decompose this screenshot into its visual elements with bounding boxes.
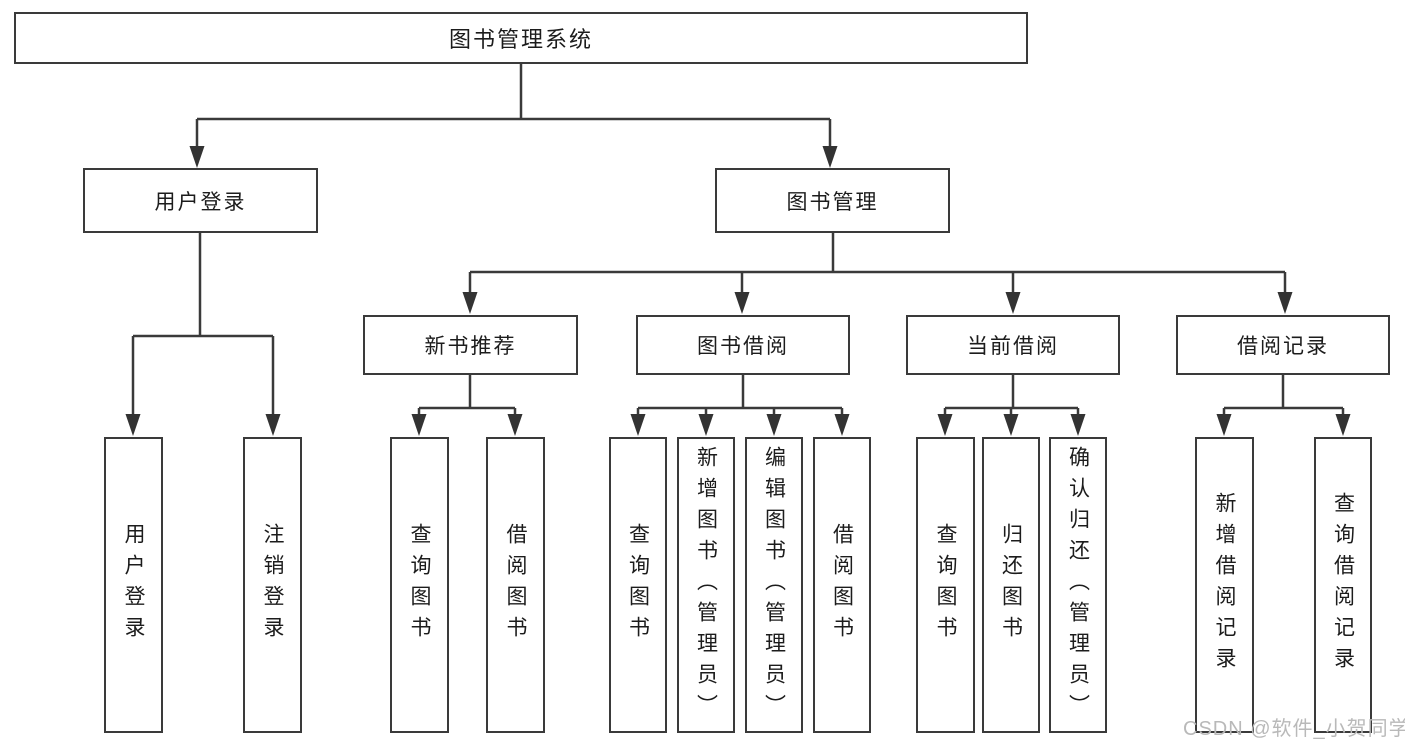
arrow-down-icon [734,292,750,314]
arrow-down-icon [766,414,782,436]
leaf-user-login-label: 用户登录 [122,523,145,647]
node-user-login-label: 用户登录 [154,190,247,214]
node-borrow-records-label: 借阅记录 [1237,335,1329,358]
node-book-borrow: 图书借阅 [636,315,850,375]
arrow-down-icon [698,414,714,436]
arrow-down-icon [822,146,838,168]
leaf-add-borrow-record-label: 新增借阅记录 [1213,492,1236,678]
leaf-edit-book-admin: 编辑图书（管理员） [745,437,803,733]
leaf-user-login: 用户登录 [104,437,163,733]
node-new-book-recommend: 新书推荐 [363,315,578,375]
node-borrow-records: 借阅记录 [1176,315,1390,375]
node-user-login: 用户登录 [83,168,318,233]
leaf-query-books-recommend-label: 查询图书 [408,523,431,647]
leaf-logout: 注销登录 [243,437,302,733]
leaf-query-books-recommend: 查询图书 [390,437,449,733]
arrow-down-icon [411,414,427,436]
node-root-system: 图书管理系统 [14,12,1028,64]
leaf-add-book-admin-label: 新增图书（管理员） [694,445,718,725]
node-book-management: 图书管理 [715,168,950,233]
leaf-query-books-borrow: 查询图书 [609,437,667,733]
node-new-book-recommend-label: 新书推荐 [424,335,517,358]
node-root-label: 图书管理系统 [448,27,593,52]
leaf-add-borrow-record: 新增借阅记录 [1195,437,1254,733]
leaf-borrow-books-borrow-label: 借阅图书 [830,523,854,647]
leaf-query-borrow-record: 查询借阅记录 [1314,437,1372,733]
node-book-borrow-label: 图书借阅 [697,335,789,358]
arrow-down-icon [834,414,850,436]
arrow-down-icon [507,414,523,436]
arrow-down-icon [1070,414,1086,436]
leaf-add-book-admin: 新增图书（管理员） [677,437,735,733]
leaf-return-books-label: 归还图书 [999,523,1023,647]
leaf-query-books-borrow-label: 查询图书 [626,523,650,647]
leaf-borrow-books-recommend-label: 借阅图书 [504,523,527,647]
leaf-query-borrow-record-label: 查询借阅记录 [1331,492,1355,678]
arrow-down-icon [1335,414,1351,436]
leaf-edit-book-admin-label: 编辑图书（管理员） [762,445,786,725]
arrow-down-icon [630,414,646,436]
node-current-borrow-label: 当前借阅 [967,335,1059,358]
arrow-down-icon [937,414,953,436]
leaf-borrow-books-borrow: 借阅图书 [813,437,871,733]
leaf-confirm-return-admin: 确认归还（管理员） [1049,437,1107,733]
leaf-logout-label: 注销登录 [261,523,284,647]
arrow-down-icon [1005,292,1021,314]
arrow-down-icon [1277,292,1293,314]
arrow-down-icon [1216,414,1232,436]
leaf-query-books-current-label: 查询图书 [934,523,957,647]
leaf-borrow-books-recommend: 借阅图书 [486,437,545,733]
arrow-down-icon [1003,414,1019,436]
watermark: CSDN @软件_小贺同学 [1183,718,1405,740]
arrow-down-icon [462,292,478,314]
node-current-borrow: 当前借阅 [906,315,1120,375]
leaf-return-books: 归还图书 [982,437,1040,733]
node-book-management-label: 图书管理 [786,190,879,214]
arrow-down-icon [125,414,141,436]
leaf-query-books-current: 查询图书 [916,437,975,733]
arrow-down-icon [265,414,281,436]
leaf-confirm-return-admin-label: 确认归还（管理员） [1066,445,1090,725]
arrow-down-icon [189,146,205,168]
